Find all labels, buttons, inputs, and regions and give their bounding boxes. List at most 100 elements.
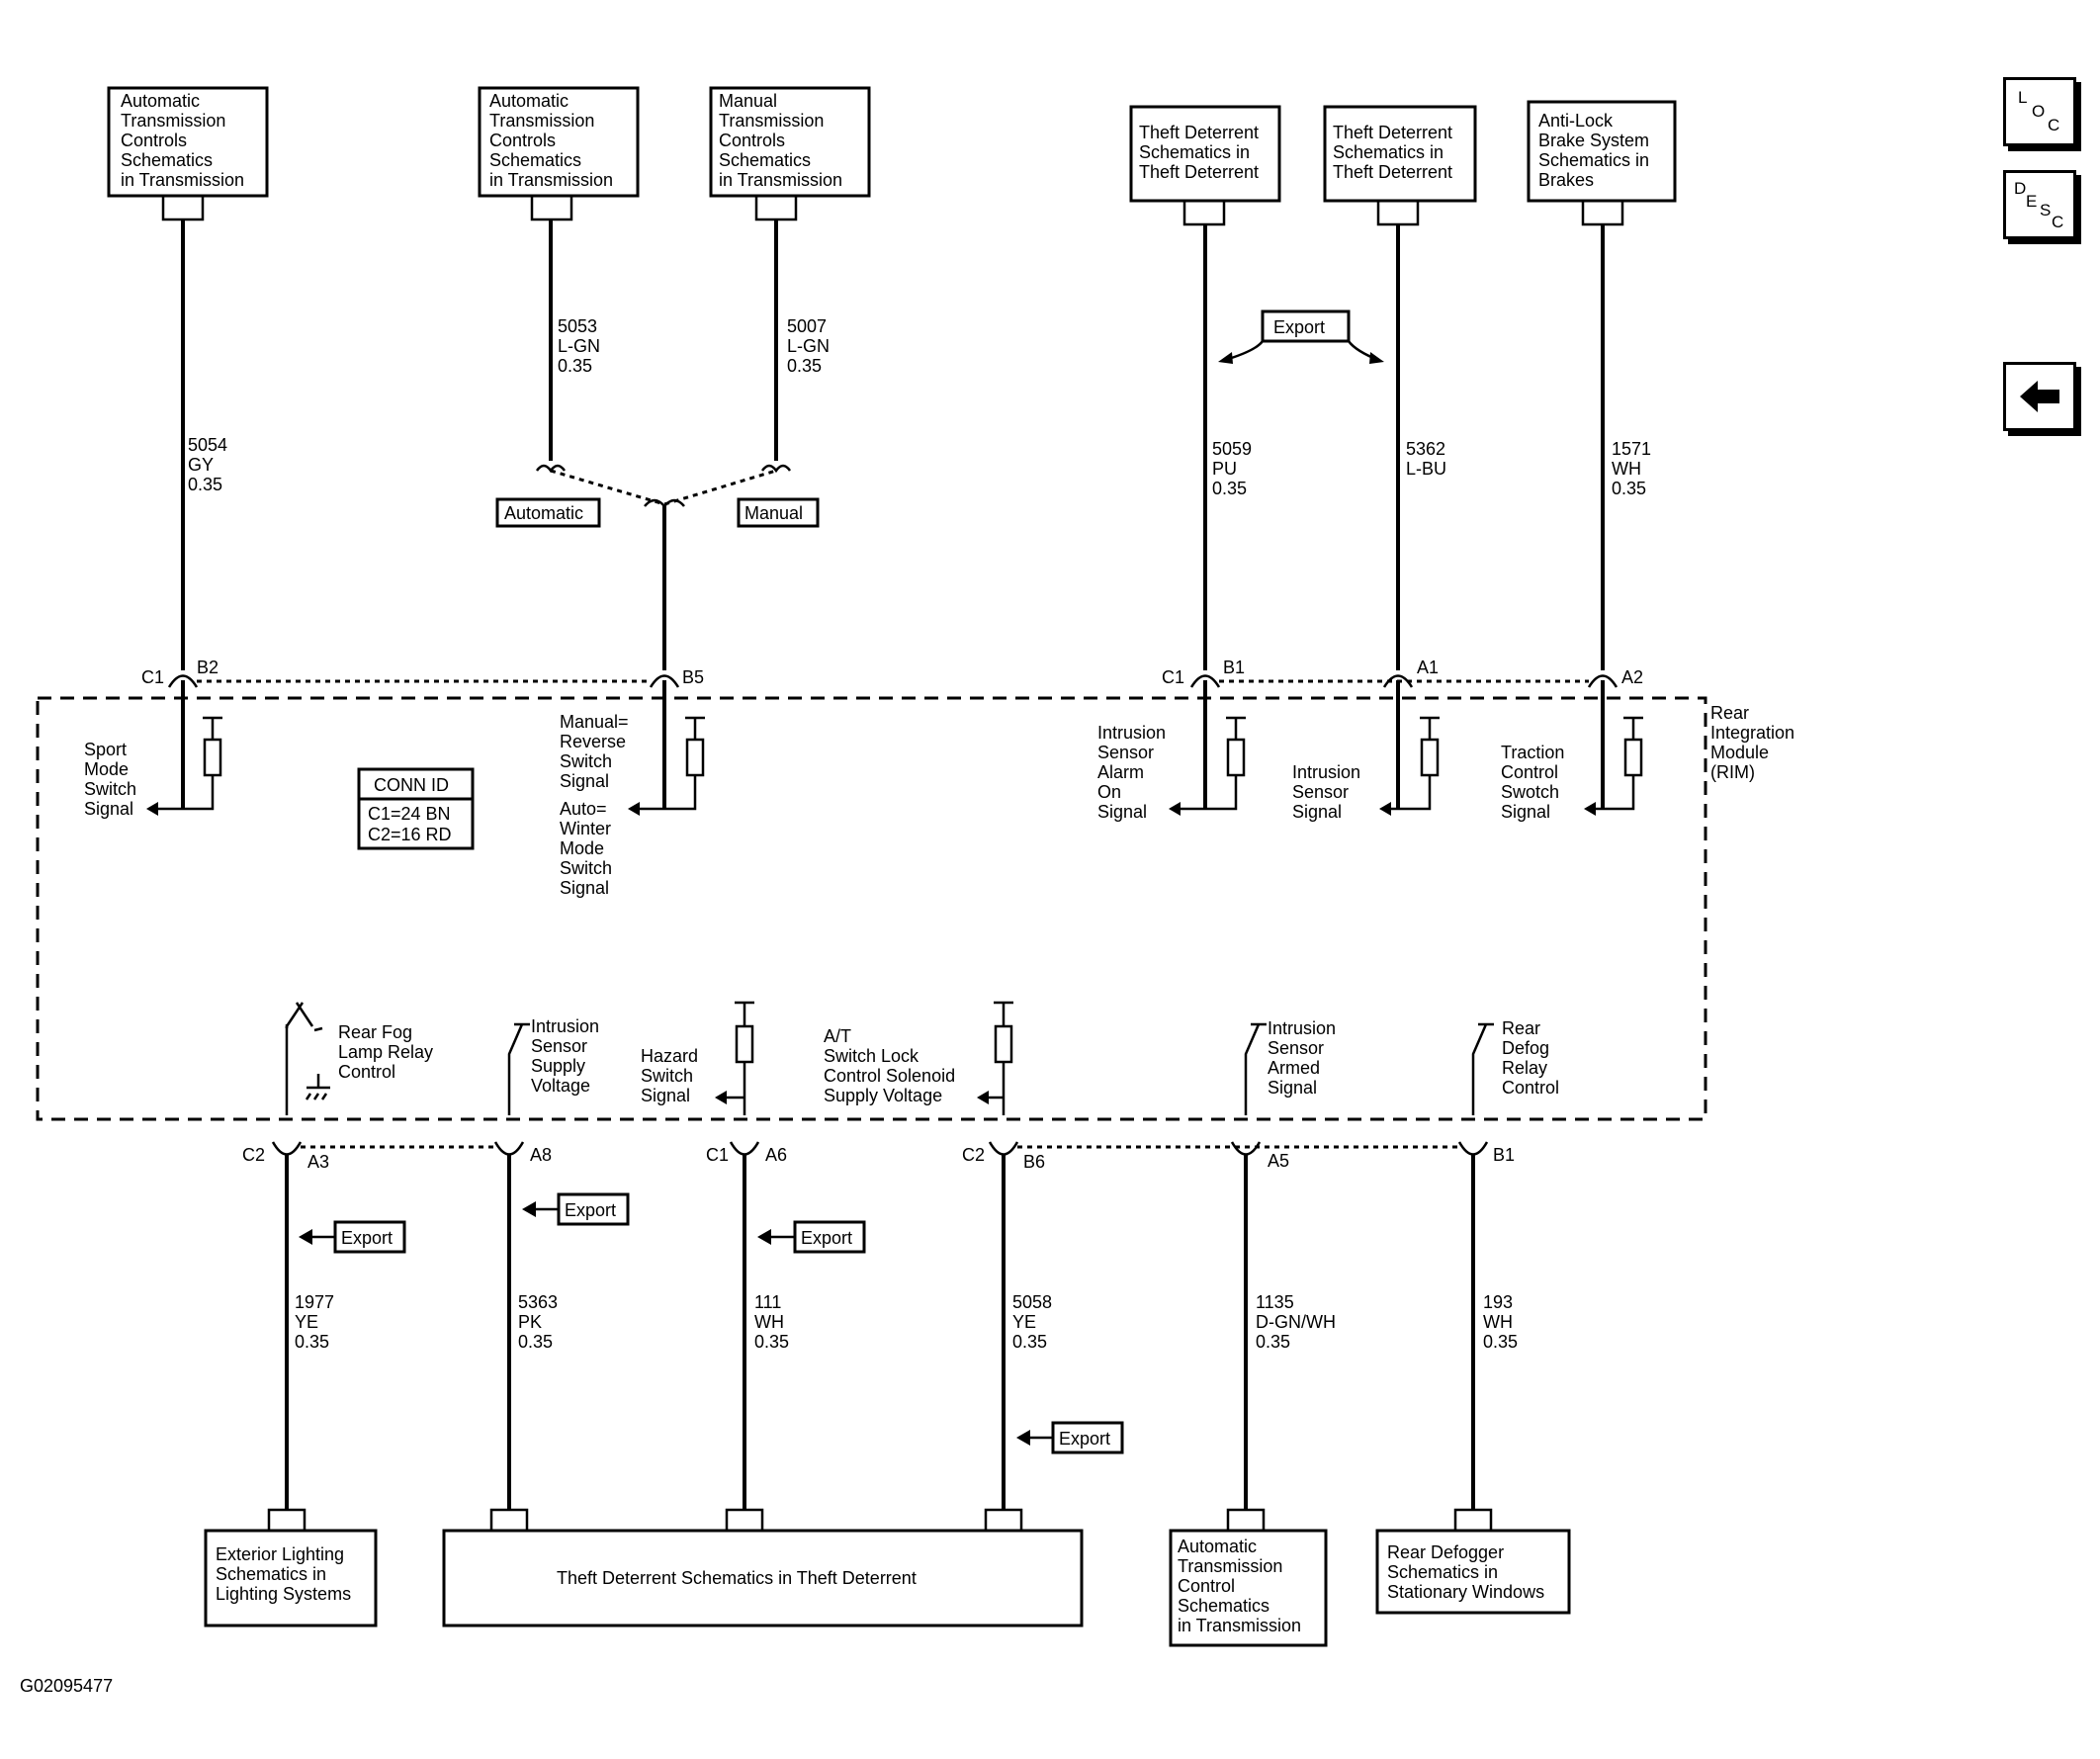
output-circuit-armed	[1244, 1022, 1267, 1115]
top-box-2-line: Schematics	[489, 150, 581, 170]
svg-text:0.35: 0.35	[1212, 479, 1247, 498]
svg-text:Sport: Sport	[84, 740, 127, 759]
svg-text:in Transmission: in Transmission	[1178, 1616, 1301, 1635]
svg-text:193: 193	[1483, 1292, 1513, 1312]
svg-text:Traction: Traction	[1501, 743, 1564, 762]
svg-text:0.35: 0.35	[787, 356, 822, 376]
top-box-6-line: Brakes	[1538, 170, 1594, 190]
svg-text:Signal: Signal	[560, 771, 609, 791]
wire-label-111: 111 WH 0.35	[754, 1292, 789, 1352]
svg-text:Intrusion: Intrusion	[531, 1016, 599, 1036]
top-box-4-line: Schematics in	[1139, 142, 1250, 162]
svg-text:Supply Voltage: Supply Voltage	[824, 1086, 942, 1105]
svg-text:C1=24 BN: C1=24 BN	[368, 804, 451, 824]
svg-text:5054: 5054	[188, 435, 227, 455]
pin-label-c1-a6: C1 A6	[706, 1145, 787, 1165]
svg-text:Reverse: Reverse	[560, 732, 626, 751]
svg-text:A/T: A/T	[824, 1026, 851, 1046]
svg-text:WH: WH	[1612, 459, 1641, 479]
bottom-box-trans[interactable]: Automatic Transmission Control Schematic…	[1169, 1529, 1328, 1647]
svg-text:Intrusion: Intrusion	[1268, 1018, 1336, 1038]
pin-label-c1-b1: C1 B1	[1162, 658, 1245, 687]
svg-text:Rear Defogger: Rear Defogger	[1387, 1542, 1504, 1562]
top-box-2[interactable]: Automatic Transmission Controls Schemati…	[478, 86, 640, 198]
input-circuit-intrusion-alarm	[1169, 716, 1246, 816]
top-box-4-line: Theft Deterrent	[1139, 162, 1259, 182]
svg-text:Intrusion: Intrusion	[1097, 723, 1166, 743]
svg-text:Theft Deterrent Schematics in: Theft Deterrent Schematics in Theft Dete…	[557, 1568, 917, 1588]
top-box-6-line: Anti-Lock	[1538, 111, 1614, 131]
bottom-box-lighting[interactable]: Exterior Lighting Schematics in Lighting…	[204, 1529, 378, 1627]
svg-text:C1: C1	[141, 667, 164, 687]
wire-label-5058: 5058 YE 0.35	[1012, 1292, 1052, 1352]
top-box-3-line: Controls	[719, 131, 785, 150]
svg-text:0.35: 0.35	[1612, 479, 1646, 498]
svg-text:Relay: Relay	[1502, 1058, 1547, 1078]
export-indicator-111: Export	[757, 1220, 866, 1254]
svg-text:A3: A3	[307, 1152, 329, 1172]
svg-text:Sensor: Sensor	[1292, 782, 1349, 802]
wire-label-1977: 1977 YE 0.35	[295, 1292, 334, 1352]
top-box-3-line: Schematics	[719, 150, 811, 170]
svg-text:A6: A6	[765, 1145, 787, 1165]
svg-text:Sensor: Sensor	[531, 1036, 587, 1056]
svg-text:Signal: Signal	[84, 799, 133, 819]
top-box-4[interactable]: Theft Deterrent Schematics in Theft Dete…	[1129, 105, 1281, 203]
svg-text:Signal: Signal	[560, 878, 609, 898]
top-box-5-line: Theft Deterrent	[1333, 123, 1452, 142]
bottom-box-defog[interactable]: Rear Defogger Schematics in Stationary W…	[1375, 1529, 1571, 1615]
figure-id: G02095477	[20, 1676, 113, 1696]
wire-label-1135: 1135 D-GN/WH 0.35	[1256, 1292, 1336, 1352]
top-box-3-line: in Transmission	[719, 170, 842, 190]
svg-text:Supply: Supply	[531, 1056, 585, 1076]
desc-letter-d: D	[2014, 179, 2027, 198]
top-box-1-line: Automatic	[121, 91, 200, 111]
top-box-6[interactable]: Anti-Lock Brake System Schematics in Bra…	[1527, 100, 1677, 203]
svg-text:Control Solenoid: Control Solenoid	[824, 1066, 955, 1086]
wire-label-5007: 5007 L-GN 0.35	[787, 316, 830, 376]
svg-text:YE: YE	[1012, 1312, 1036, 1332]
svg-text:Automatic: Automatic	[1178, 1537, 1257, 1556]
svg-text:Mode: Mode	[84, 759, 129, 779]
svg-text:Control: Control	[338, 1062, 395, 1082]
svg-text:C2: C2	[242, 1145, 265, 1165]
svg-text:WH: WH	[754, 1312, 784, 1332]
svg-text:5053: 5053	[558, 316, 597, 336]
signal-label-fog: Rear Fog Lamp Relay Control	[338, 1022, 433, 1082]
svg-text:C2: C2	[962, 1145, 985, 1165]
back-button[interactable]	[2003, 362, 2076, 431]
top-pin-connectors	[167, 674, 1619, 809]
desc-letter-c: C	[2052, 213, 2064, 231]
svg-text:C1: C1	[1162, 667, 1184, 687]
top-box-2-line: Controls	[489, 131, 556, 150]
top-box-4-line: Theft Deterrent	[1139, 123, 1259, 142]
svg-text:CONN ID: CONN ID	[374, 775, 449, 795]
svg-text:5059: 5059	[1212, 439, 1252, 459]
top-box-3[interactable]: Manual Transmission Controls Schematics …	[709, 86, 871, 198]
signal-label-hazard: Hazard Switch Signal	[641, 1046, 698, 1105]
svg-text:1571: 1571	[1612, 439, 1651, 459]
svg-text:5362: 5362	[1406, 439, 1445, 459]
bottom-box-theft[interactable]: Theft Deterrent Schematics in Theft Dete…	[442, 1529, 1084, 1627]
signal-label-sport: Sport Mode Switch Signal	[84, 740, 136, 819]
svg-text:0.35: 0.35	[1012, 1332, 1047, 1352]
pin-label-a8: A8	[530, 1145, 552, 1165]
top-box-5[interactable]: Theft Deterrent Schematics in Theft Dete…	[1323, 105, 1477, 203]
signal-label-armed: Intrusion Sensor Armed Signal	[1268, 1018, 1336, 1098]
bottom-connector-brackets	[267, 1508, 1493, 1531]
svg-text:Export: Export	[1273, 317, 1325, 337]
signal-label-defog: Rear Defog Relay Control	[1502, 1018, 1559, 1098]
option-splice	[535, 464, 792, 508]
top-box-1[interactable]: Automatic Transmission Controls Schemati…	[107, 86, 269, 198]
description-button[interactable]: D E S C	[2003, 170, 2076, 239]
svg-text:1977: 1977	[295, 1292, 334, 1312]
svg-text:On: On	[1097, 782, 1121, 802]
svg-text:Rear Fog: Rear Fog	[338, 1022, 412, 1042]
svg-text:Hazard: Hazard	[641, 1046, 698, 1066]
svg-text:L-GN: L-GN	[558, 336, 600, 356]
top-box-1-line: Transmission	[121, 111, 225, 131]
loc-letter-l: L	[2018, 88, 2028, 107]
input-circuit-traction	[1584, 716, 1643, 816]
location-button[interactable]: L O C	[2003, 77, 2076, 146]
export-indicator-1977: Export	[299, 1220, 406, 1254]
